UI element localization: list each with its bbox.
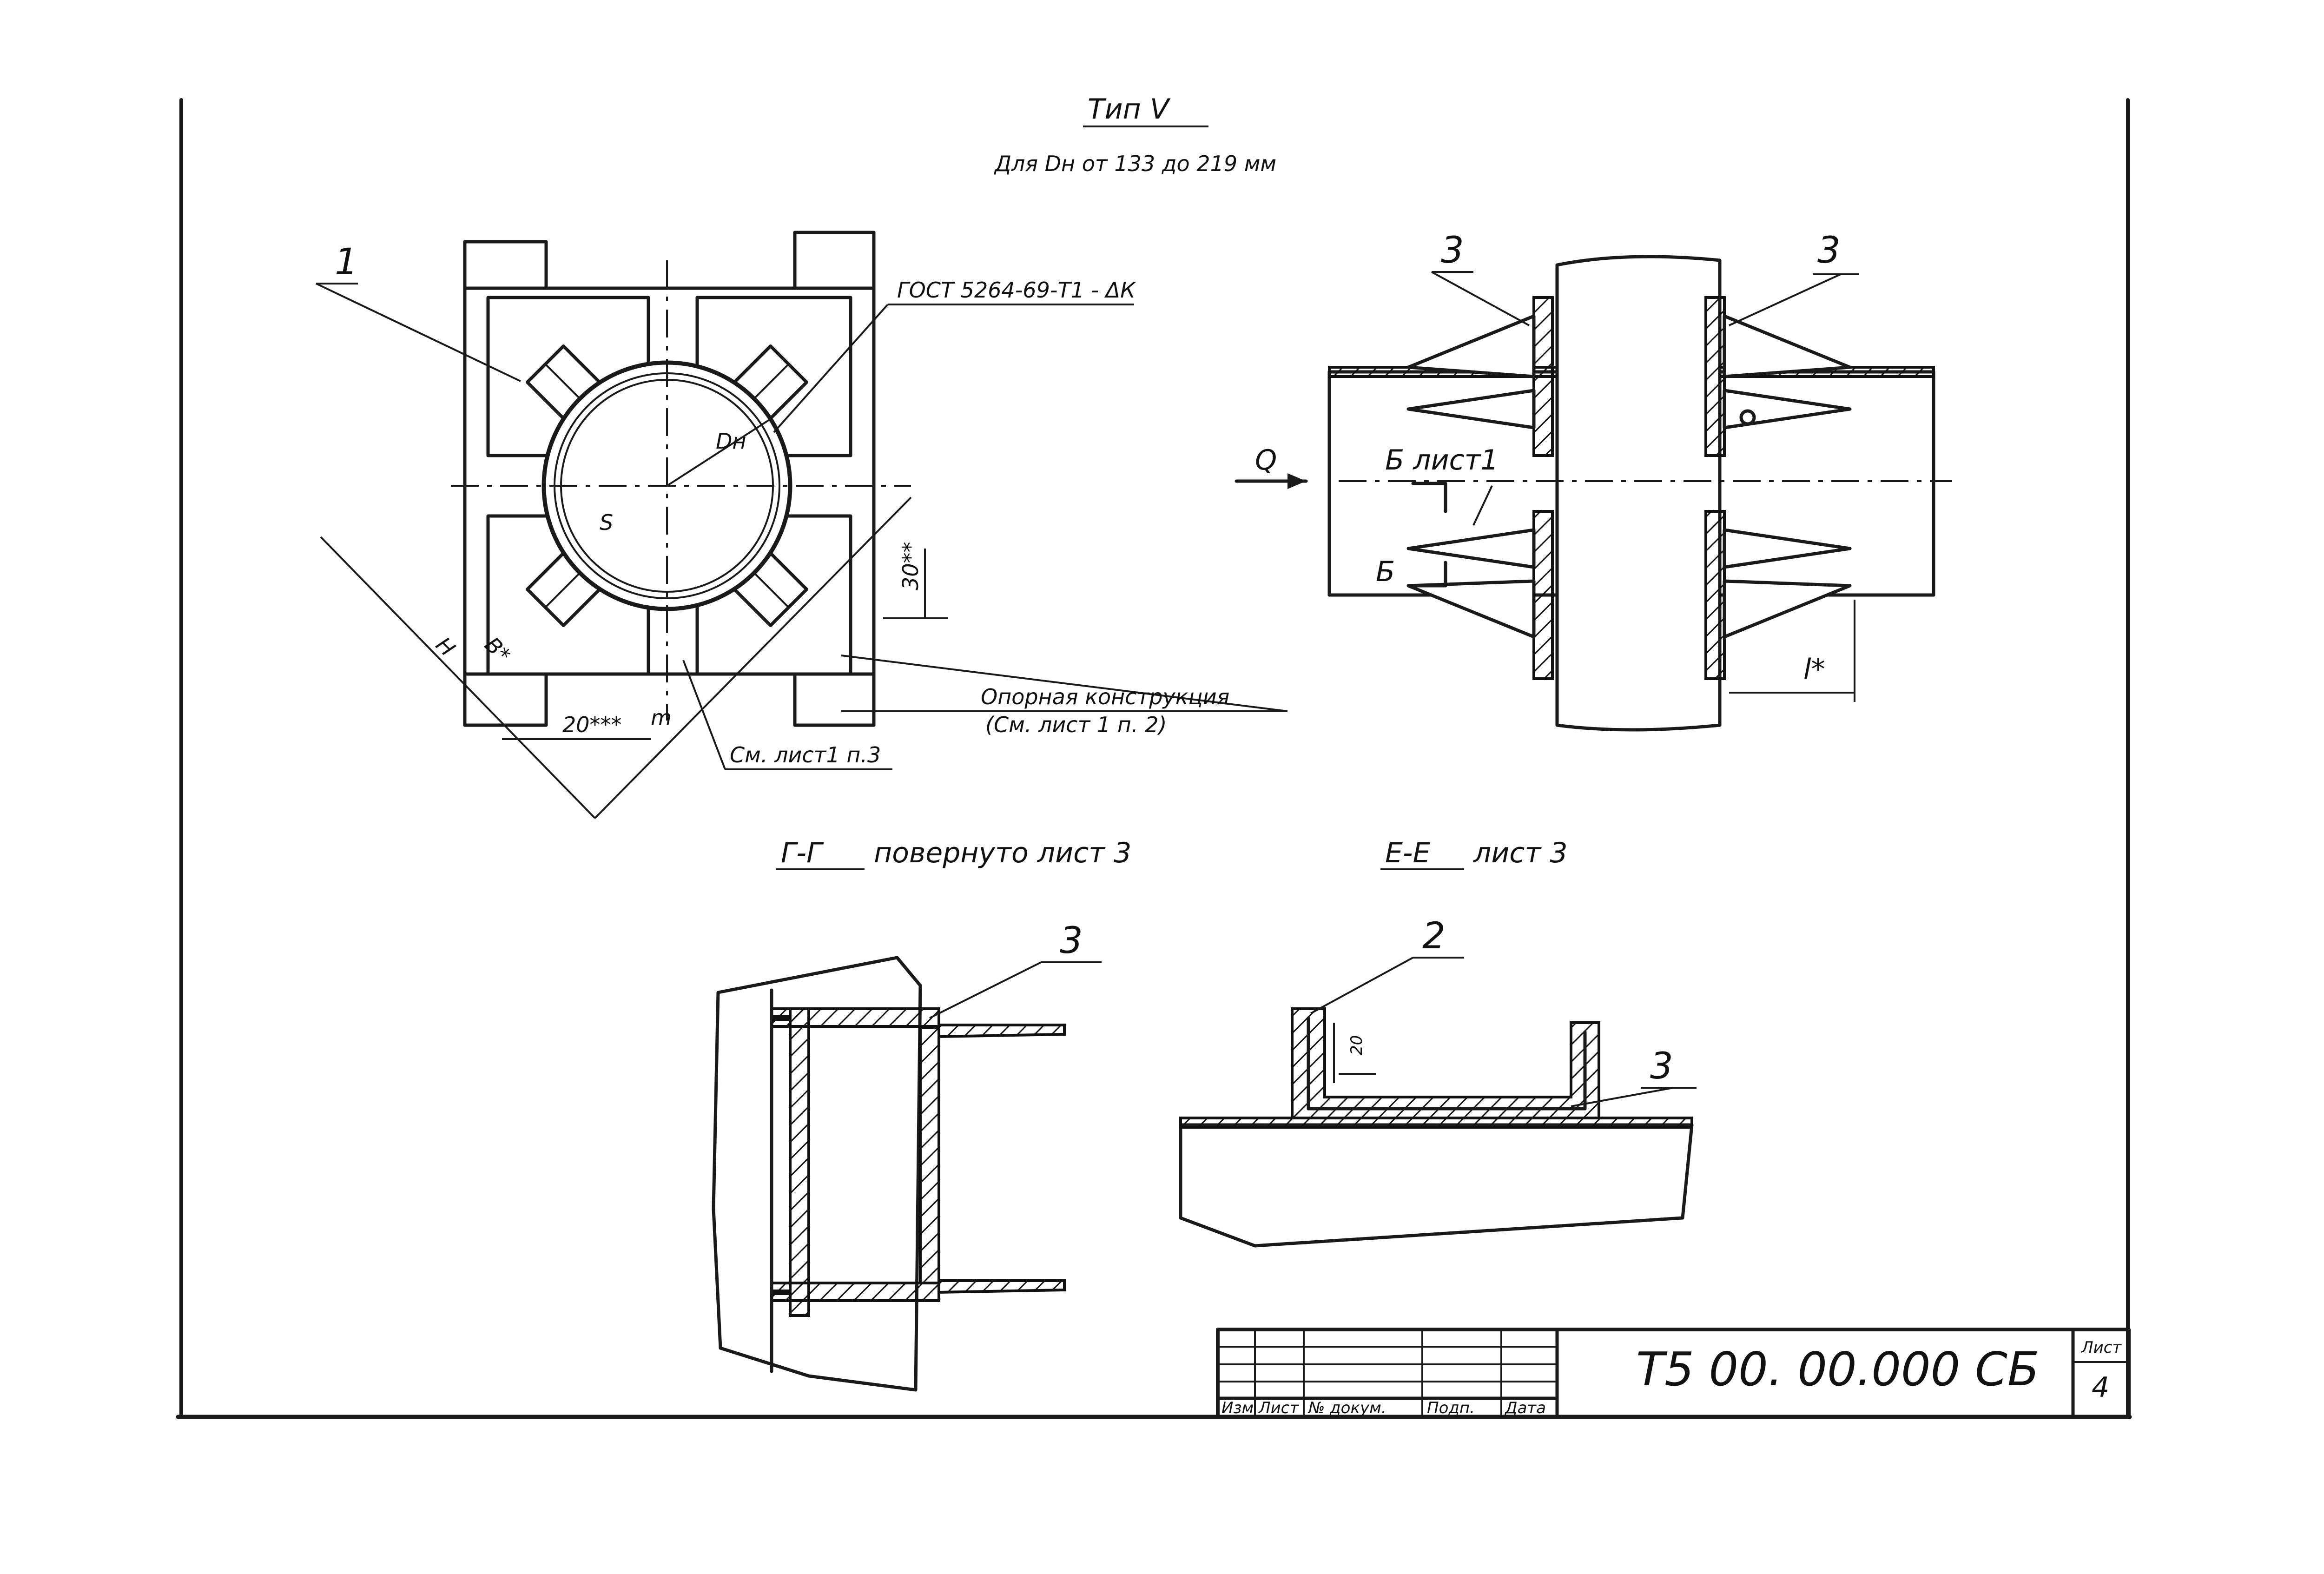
see-sheet-note: См. лист1 п.3 <box>730 742 881 767</box>
dim-20-label: 20*** <box>562 712 622 737</box>
type-label: Тип V <box>1088 93 1171 126</box>
section-ee-position-3: 3 <box>1650 1045 1673 1087</box>
section-gg-title: Г-Г <box>781 837 824 869</box>
range-label: Для Dн от 133 до 219 мм <box>994 151 1276 176</box>
dim-h-label: H <box>431 632 460 661</box>
dim-b-label: B* <box>480 632 515 668</box>
col-data: Дата <box>1504 1399 1546 1417</box>
position-3-right-label: 3 <box>1817 230 1841 271</box>
dn-label: Dн <box>716 429 746 454</box>
section-gg-note: повернуто лист 3 <box>874 837 1131 869</box>
document-code: Т5 00. 00.000 СБ <box>1636 1342 2039 1396</box>
sheet-frame <box>176 98 2132 1419</box>
dim-l-label: l* <box>1803 653 1825 686</box>
col-ndokum: № докум. <box>1307 1399 1386 1417</box>
dim-m-label: m <box>651 705 672 730</box>
position-1-label: 1 <box>335 241 358 283</box>
section-ee-note: лист 3 <box>1473 837 1568 869</box>
support-note-line-2: (См. лист 1 п. 2) <box>985 712 1167 737</box>
side-view: 3 3 Q Б лист1 Б l* <box>1235 230 1952 732</box>
position-3-left-label: 3 <box>1441 230 1464 271</box>
load-q-label: Q <box>1255 444 1277 476</box>
title-block: Изм Лист № докум. Подп. Дата Т5 00. 00.0… <box>1216 1328 2131 1419</box>
section-ee: Е-Е лист 3 20 2 3 <box>1179 837 1697 1248</box>
section-b-note: Б лист1 <box>1385 444 1499 476</box>
section-b-label: Б <box>1376 556 1395 588</box>
support-note-line-1: Опорная конструкция <box>981 684 1229 709</box>
dim-30-label: 30** <box>898 542 923 590</box>
plan-view: 1 ГОСТ 5264-69-Т1 - ΔК Dн S 30** H B* 20… <box>316 231 1288 819</box>
col-izm: Изм <box>1221 1399 1254 1417</box>
sheet-header: Тип V Для Dн от 133 до 219 мм <box>994 93 1276 176</box>
s-label: S <box>600 510 613 535</box>
section-ee-dim-20: 20 <box>1347 1035 1366 1055</box>
section-gg: Г-Г повернуто лист 3 3 <box>712 837 1131 1392</box>
col-list: Лист <box>1258 1399 1299 1417</box>
section-ee-title: Е-Е <box>1385 837 1431 869</box>
col-podp: Подп. <box>1427 1399 1475 1417</box>
section-gg-position-3: 3 <box>1060 920 1083 962</box>
section-ee-position-2: 2 <box>1422 915 1446 957</box>
sheet-number: 4 <box>2092 1371 2109 1404</box>
weld-note: ГОСТ 5264-69-Т1 - ΔК <box>897 278 1136 303</box>
sheet-label: Лист <box>2080 1338 2122 1357</box>
